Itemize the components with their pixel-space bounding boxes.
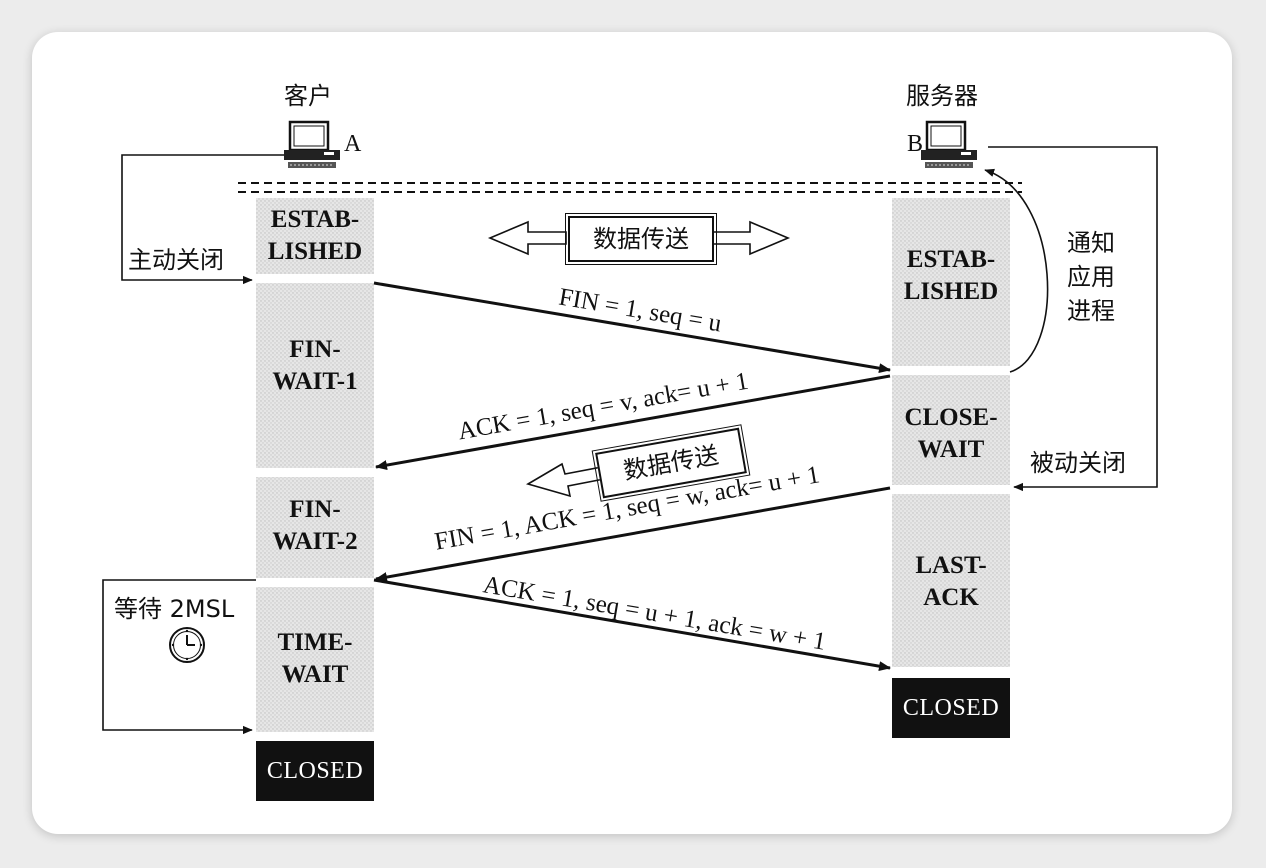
server-letter: B bbox=[907, 131, 924, 157]
passive-close-arrow bbox=[988, 146, 1158, 492]
client-state-fin-wait-1-box bbox=[256, 283, 374, 468]
server-state-last-ack-box bbox=[892, 494, 1010, 667]
data-transfer-top-box: 数据传送 bbox=[565, 213, 717, 265]
client-state-fin-wait-1: FIN-WAIT-1 bbox=[272, 336, 358, 395]
ack-from-client-arrow bbox=[373, 578, 891, 672]
server-computer-icon bbox=[921, 120, 977, 168]
active-close-label: 主动关闭 bbox=[128, 246, 224, 274]
clock-icon bbox=[169, 627, 205, 663]
client-state-fin-wait-2: FIN-WAIT-2 bbox=[272, 496, 358, 555]
client-state-closed: CLOSED bbox=[256, 741, 374, 801]
time-wait-arrow bbox=[102, 579, 256, 735]
server-state-closed: CLOSED bbox=[892, 678, 1010, 738]
ack-from-server-arrow bbox=[375, 374, 891, 471]
diagram-card bbox=[32, 32, 1232, 834]
active-close-arrow bbox=[121, 154, 284, 285]
server-state-close-wait-box bbox=[892, 375, 1010, 485]
server-state-established-box bbox=[892, 198, 1010, 366]
notify-app-arrow bbox=[984, 168, 1049, 373]
fin-from-server-arrow bbox=[375, 486, 891, 583]
client-letter: A bbox=[344, 131, 362, 157]
server-state-established: ESTAB-LISHED bbox=[903, 246, 999, 305]
notify-app-label: 通知 应用 进程 bbox=[1067, 229, 1115, 325]
client-state-fin-wait-2-box bbox=[256, 477, 374, 578]
client-state-time-wait-box bbox=[256, 587, 374, 732]
server-title: 服务器 bbox=[906, 82, 978, 110]
fin-from-client-arrow bbox=[373, 281, 891, 374]
passive-close-label: 被动关闭 bbox=[1030, 449, 1126, 477]
client-title: 客户 bbox=[284, 82, 332, 110]
server-state-last-ack: LAST-ACK bbox=[915, 552, 987, 611]
client-state-established: ESTAB-LISHED bbox=[267, 206, 363, 265]
data-transfer-mid-arrow bbox=[525, 462, 605, 498]
server-state-close-wait: CLOSE-WAIT bbox=[904, 404, 998, 463]
wait-2msl-label: 等待 2MSL bbox=[114, 595, 235, 623]
client-state-established-box bbox=[256, 198, 374, 274]
client-state-time-wait: TIME-WAIT bbox=[277, 629, 353, 688]
client-computer-icon bbox=[284, 120, 340, 168]
